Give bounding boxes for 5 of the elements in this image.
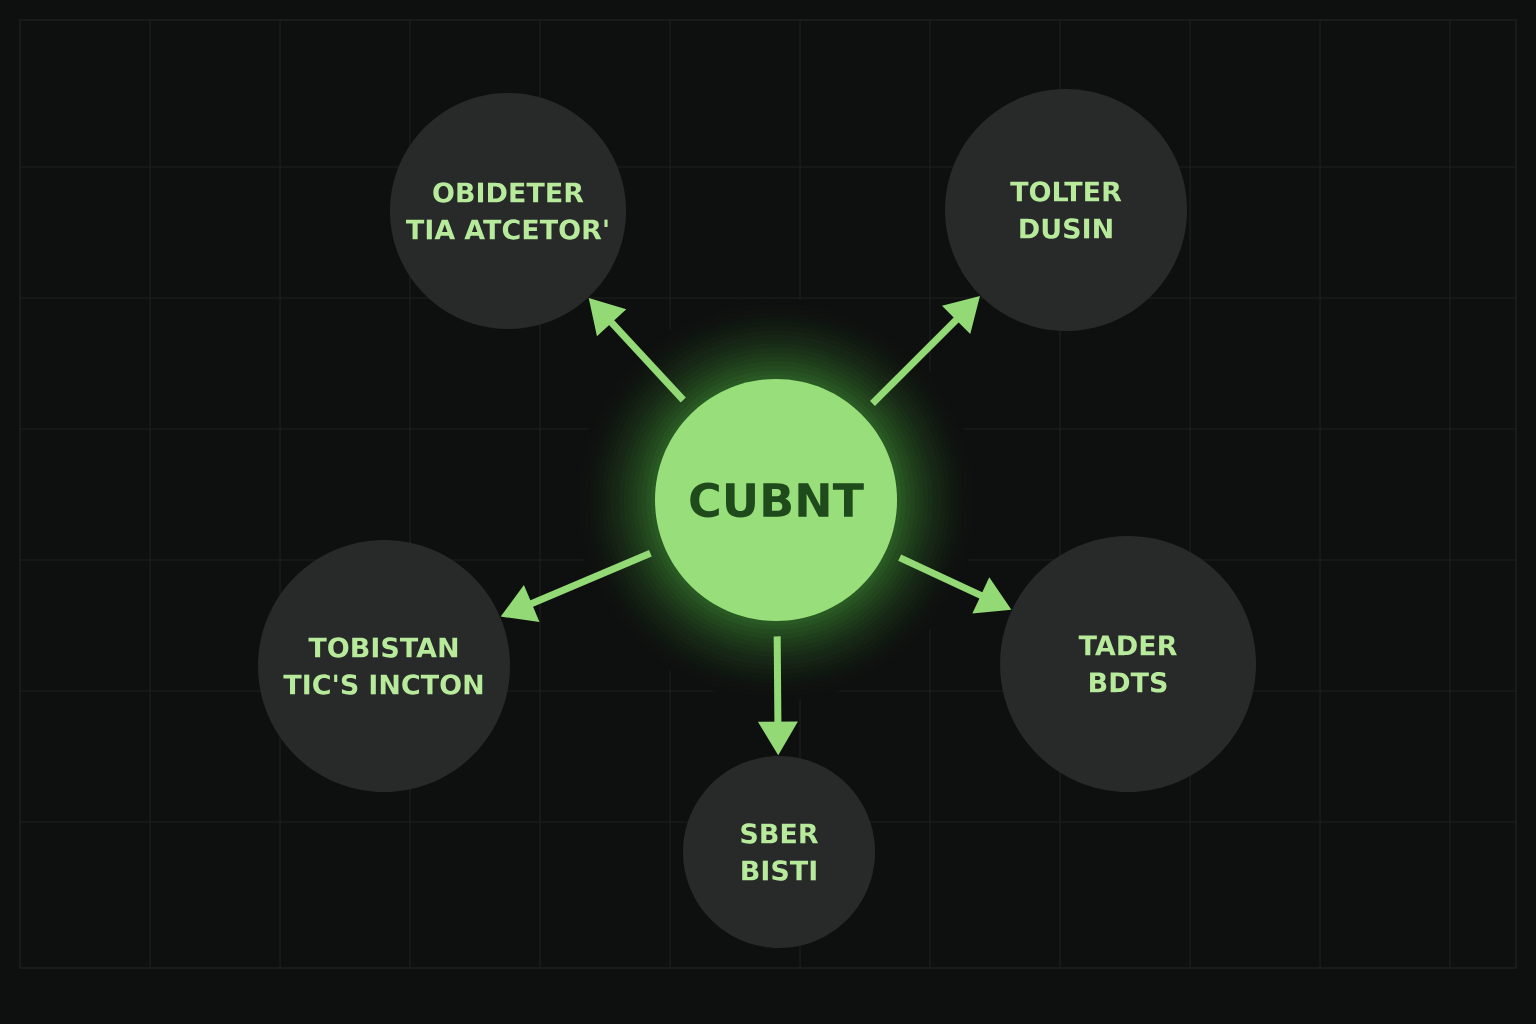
circle-node: TOBISTAN TIC'S INCTON: [258, 540, 510, 792]
circle-node: TADER BDTS: [1000, 536, 1256, 792]
circle-node: TOLTER DUSIN: [945, 89, 1187, 331]
circle-node: SBER BISTI: [683, 756, 875, 948]
circle-node: OBIDETER TIA ATCETOR': [390, 93, 626, 329]
